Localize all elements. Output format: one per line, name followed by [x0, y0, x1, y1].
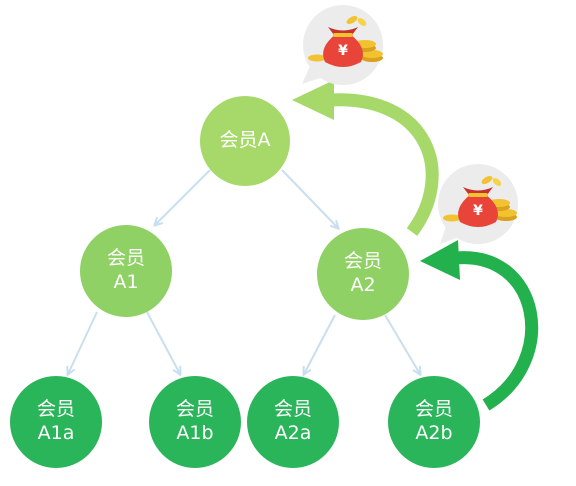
reward-badge-top: ¥	[302, 5, 383, 85]
reward-badge-right: ¥	[438, 164, 518, 244]
node-member-a1b: 会员 A1b	[149, 376, 241, 468]
reward-arrowhead-a2b-to-a2	[420, 240, 460, 280]
reward-arrowhead-a2-to-a	[292, 80, 334, 120]
node-label-line1: 会员	[343, 250, 382, 273]
node-label-line2: A2a	[274, 422, 312, 444]
node-member-a2b: 会员 A2b	[388, 376, 480, 468]
edge-a-a1	[155, 169, 211, 225]
edge-a1-a1a	[68, 311, 98, 374]
node-label-line1: 会员	[36, 398, 75, 421]
money-bag-icon	[443, 176, 517, 227]
yen-symbol: ¥	[473, 203, 483, 219]
speech-bubble-tail	[440, 226, 462, 244]
node-label-line2: A1b	[176, 422, 214, 444]
speech-bubble-tail	[302, 66, 326, 84]
node-label-line2: A1a	[37, 422, 75, 444]
node-member-a1a: 会员 A1a	[10, 376, 102, 468]
money-bag-icon	[308, 16, 383, 67]
node-member-a: 会员A	[200, 96, 290, 186]
edge-a1-a1b	[146, 311, 180, 374]
yen-symbol: ¥	[338, 43, 348, 59]
edge-a-a2	[281, 169, 338, 228]
node-label-line2: A2b	[415, 422, 453, 444]
node-member-a2: 会员 A2	[317, 228, 409, 320]
node-label-line1: 会员	[106, 247, 145, 270]
reward-arrow-a2b-to-a2	[454, 251, 539, 411]
node-member-a2a: 会员 A2a	[247, 376, 339, 468]
edge-a2-a2b	[384, 314, 420, 374]
node-label-line1: 会员	[414, 398, 453, 421]
edge-a2-a2a	[304, 314, 336, 374]
node-label-line2: A2	[350, 274, 376, 296]
node-label-line1: 会员	[175, 398, 214, 421]
node-label-line2: A1	[113, 271, 139, 293]
node-label-line1: 会员	[273, 398, 312, 421]
node-member-a1: 会员 A1	[80, 225, 172, 317]
reward-arrow-a2-to-a	[329, 93, 439, 236]
node-label: 会员A	[219, 129, 271, 152]
